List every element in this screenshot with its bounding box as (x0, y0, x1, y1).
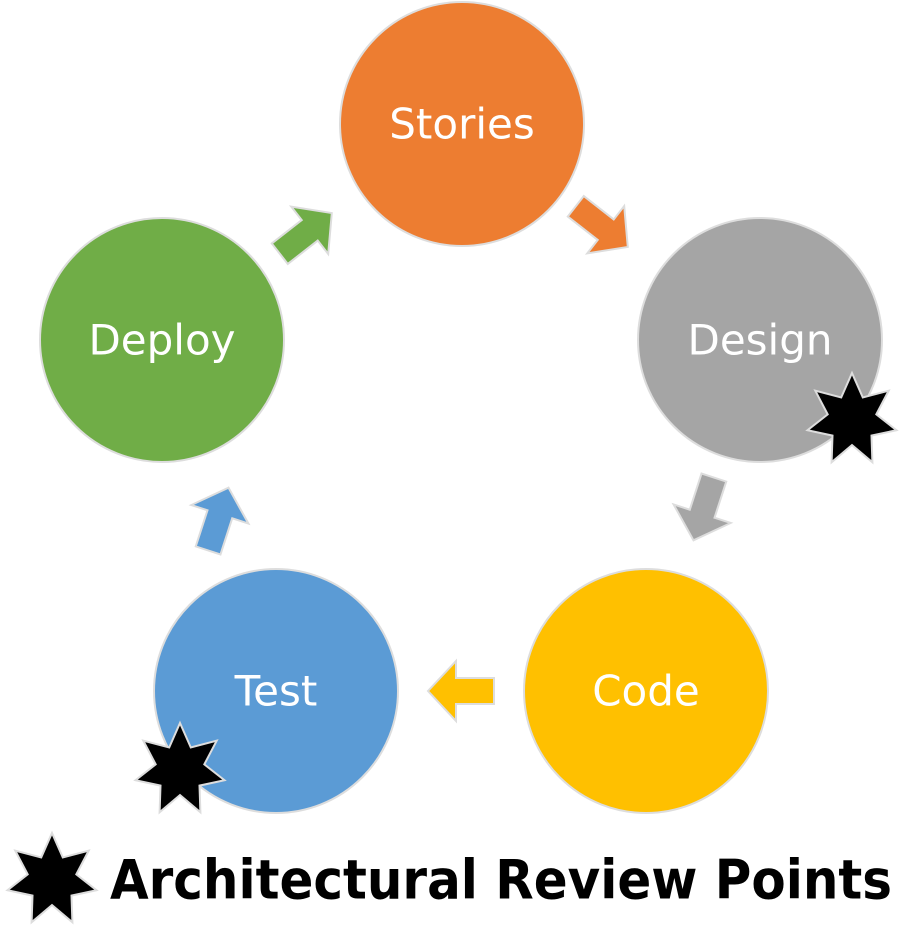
arrow-test-to-deploy-icon (188, 486, 251, 556)
node-code: Code (523, 568, 769, 814)
deploy-circle (39, 217, 285, 463)
design-review-star-icon (805, 370, 899, 465)
deploy-label: Deploy (88, 316, 235, 365)
test-review-star-icon (133, 720, 227, 815)
stories-circle (339, 1, 585, 247)
stories-label: Stories (389, 100, 534, 149)
node-stories: Stories (339, 1, 585, 247)
arrow-design-to-code-icon (671, 472, 734, 542)
test-circle (153, 568, 399, 814)
code-circle (523, 568, 769, 814)
legend-star-icon (5, 830, 99, 925)
arrow-code-to-test-icon (426, 658, 495, 724)
arrow-stories-to-design-icon (566, 194, 629, 255)
code-label: Code (592, 667, 700, 716)
design-label: Design (687, 316, 832, 365)
legend-label: Architectural Review Points (110, 849, 892, 912)
node-deploy: Deploy (39, 217, 285, 463)
test-label: Test (234, 667, 318, 716)
node-test: Test (153, 568, 399, 814)
arrow-deploy-to-stories-icon (270, 205, 333, 266)
legend: Architectural Review Points (5, 830, 892, 925)
